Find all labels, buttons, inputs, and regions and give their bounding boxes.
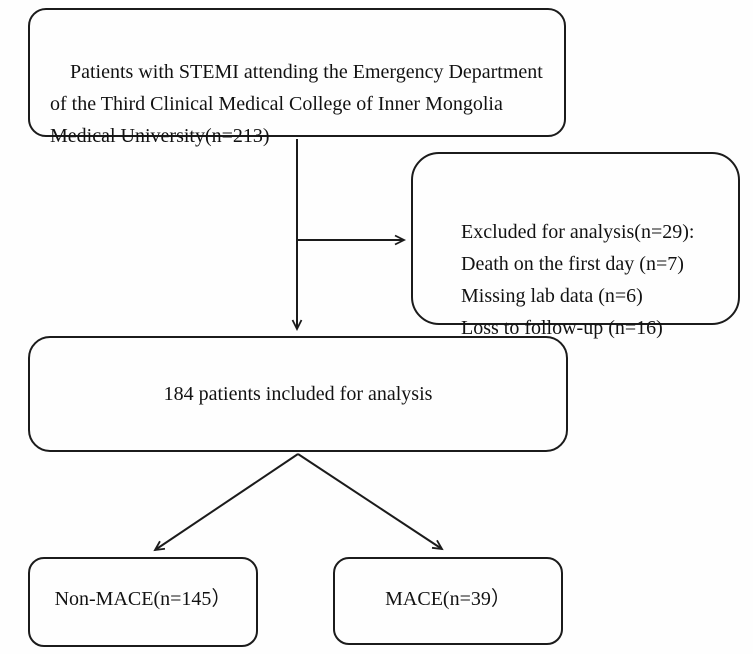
- box-non-mace: Non-MACE(n=145）: [28, 557, 258, 647]
- connector-included-to-nonmace: [153, 453, 299, 552]
- box-included-for-analysis: 184 patients included for analysis: [28, 336, 568, 452]
- box-stemi-patients: Patients with STEMI attending the Emerge…: [28, 8, 566, 147]
- box-stemi-patients-text: Patients with STEMI attending the Emerge…: [50, 61, 543, 147]
- box-mace-text: MACE(n=39）: [385, 588, 511, 610]
- box-excluded: Excluded for analysis(n=29): Death on th…: [411, 152, 740, 339]
- box-excluded-text: Excluded for analysis(n=29): Death on th…: [461, 221, 695, 339]
- box-included-text: 184 patients included for analysis: [163, 383, 433, 405]
- box-mace: MACE(n=39）: [333, 557, 563, 645]
- connector-included-to-mace: [297, 453, 444, 551]
- box-non-mace-text: Non-MACE(n=145）: [54, 588, 232, 610]
